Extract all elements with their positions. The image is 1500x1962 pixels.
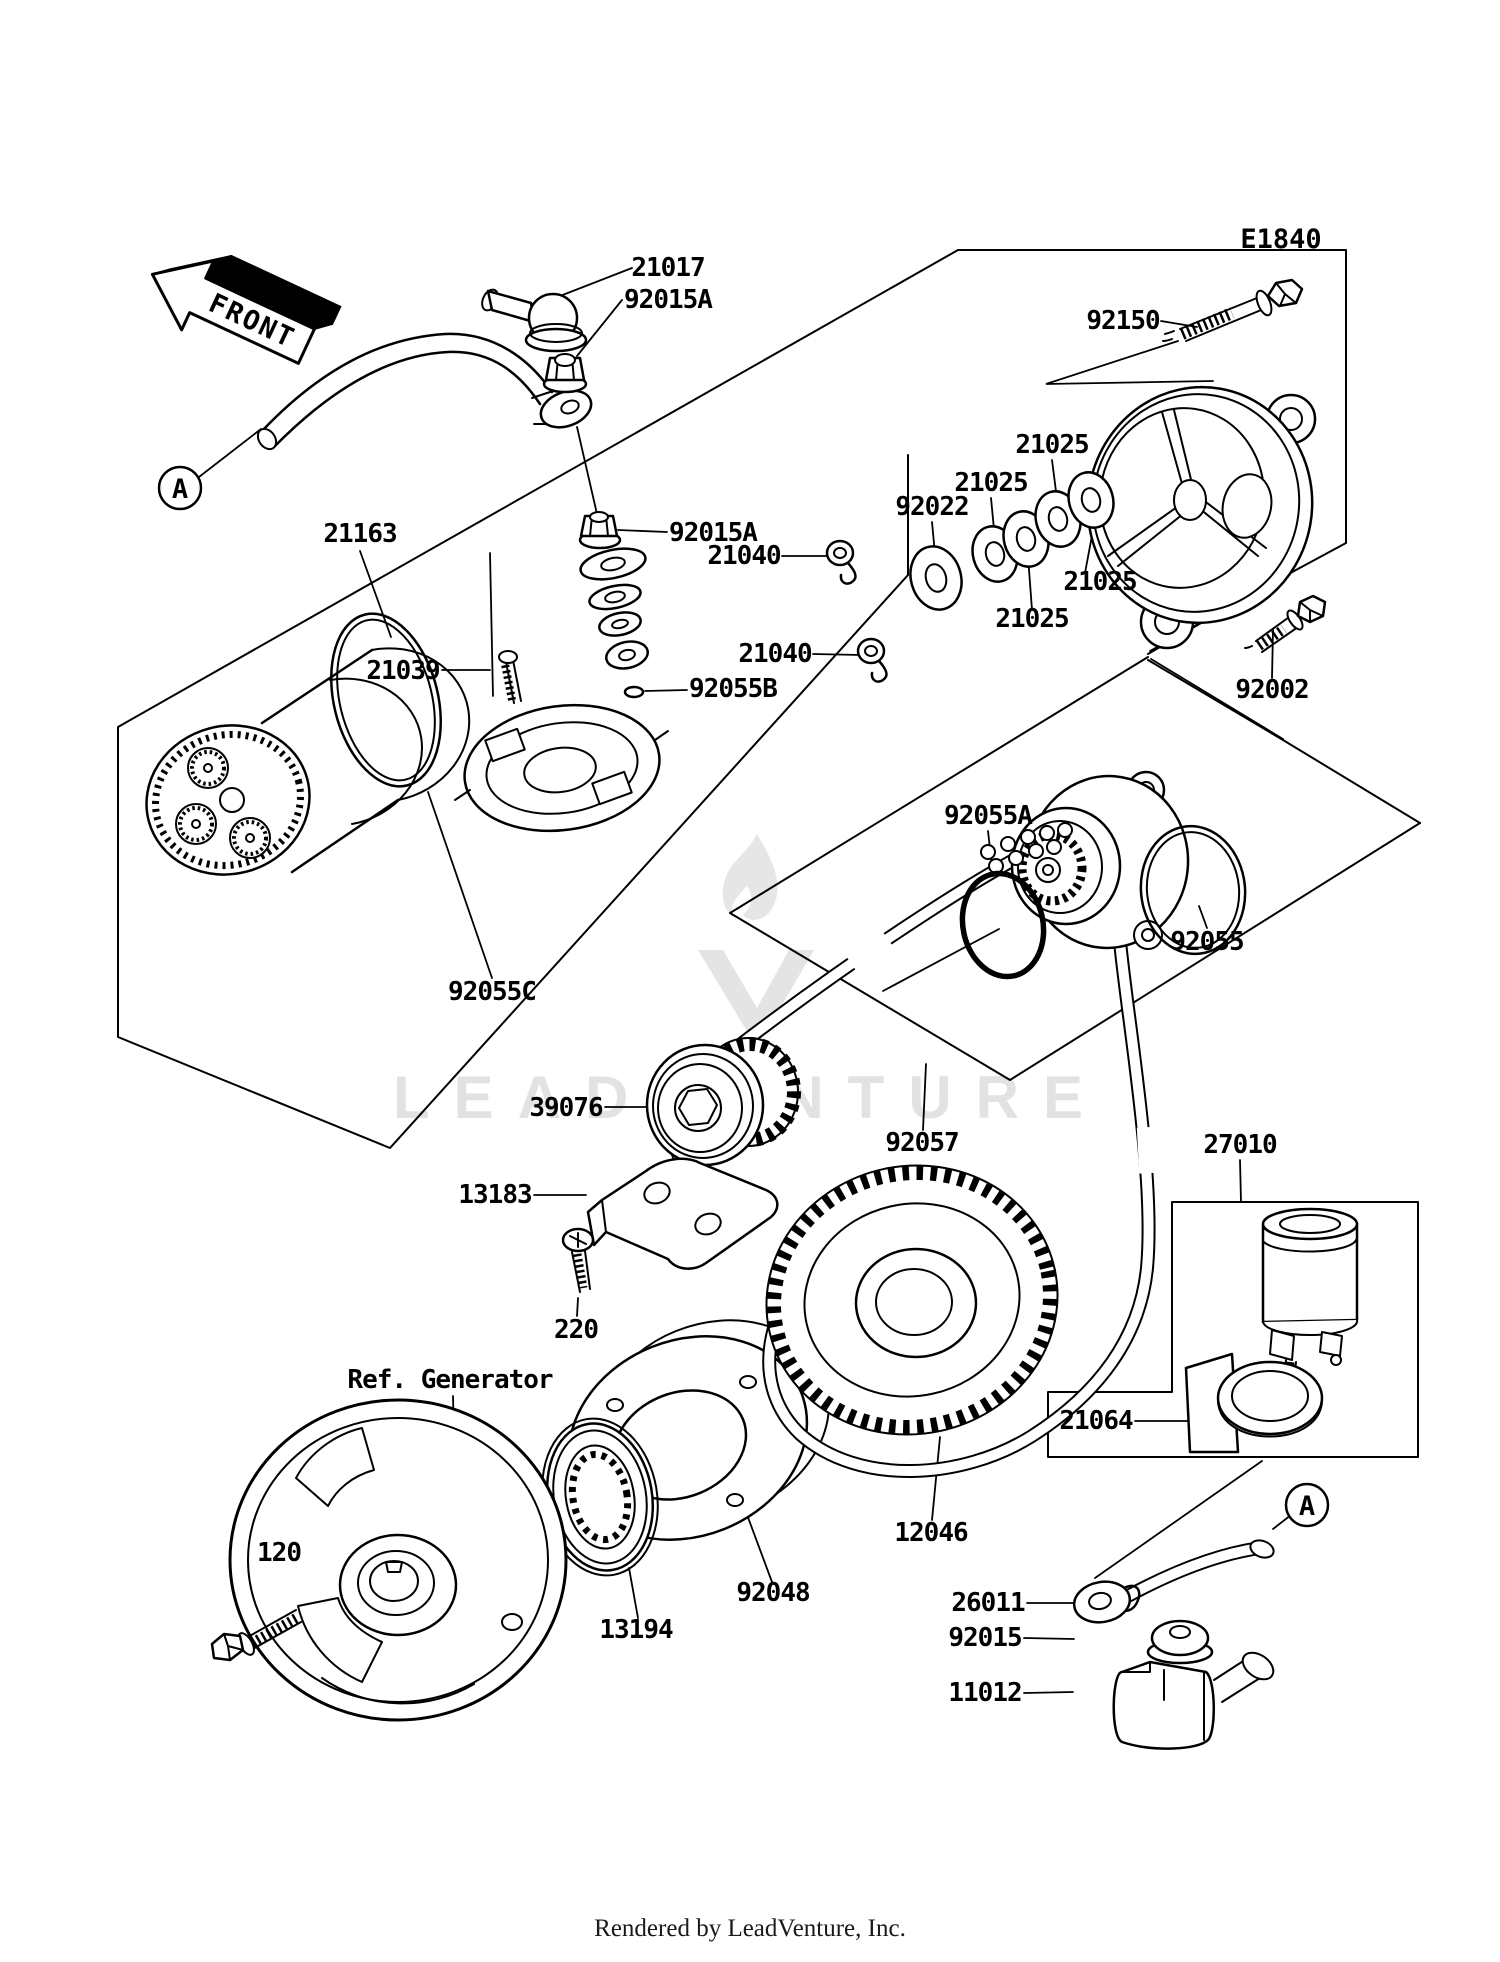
planetary-gears xyxy=(175,747,271,859)
footer-credit: Rendered by LeadVenture, Inc. xyxy=(594,1915,906,1942)
part-label-21025-3: 21025 xyxy=(1015,430,1088,460)
part-label-11012-31: 11012 xyxy=(948,1678,1021,1708)
part-labels: 2101792015A92150210252102592022210252102… xyxy=(257,253,1310,1708)
flange-nut-92015a-top xyxy=(542,353,588,394)
part-label-21025-7: 21025 xyxy=(995,604,1068,634)
part-label-21040-13: 21040 xyxy=(738,639,812,669)
part-label-21017-0: 21017 xyxy=(631,253,704,283)
generator-rotor xyxy=(228,1398,568,1722)
o-ring-92055a xyxy=(959,870,1047,980)
starter-motor-yoke xyxy=(145,647,471,876)
terminal-boot-21017 xyxy=(481,288,588,353)
part-label-92048-27: 92048 xyxy=(736,1578,810,1608)
lever-13183 xyxy=(586,1157,779,1270)
part-label-21039-12: 21039 xyxy=(366,656,439,686)
clutch-hub xyxy=(1010,770,1190,950)
relay-holder-21064 xyxy=(1184,1352,1324,1454)
thrust-washers xyxy=(909,471,1115,611)
front-arrow: FRONT xyxy=(150,254,342,365)
wire-clip-21040-upper xyxy=(825,539,857,585)
part-label-92055c-17: 92055C xyxy=(448,977,536,1007)
part-label-92150-2: 92150 xyxy=(1086,306,1160,336)
o-ring-92055 xyxy=(1139,824,1247,956)
part-label-21040-11: 21040 xyxy=(707,541,781,571)
part-label-39076-18: 39076 xyxy=(529,1093,603,1123)
sprocket-12046 xyxy=(765,1164,1059,1436)
chain-rollers xyxy=(980,822,1073,874)
part-label-21163-9: 21163 xyxy=(323,519,396,549)
starter-end-cover xyxy=(1086,385,1317,650)
brush-holder xyxy=(454,650,669,833)
part-label-92015a-10: 92015A xyxy=(669,518,758,548)
battery-cable-top xyxy=(256,332,593,451)
flame-watermark-icon xyxy=(722,834,778,920)
part-label-220-22: 220 xyxy=(554,1315,598,1345)
part-label-92055a-15: 92055A xyxy=(944,801,1033,831)
part-label-12046-25: 12046 xyxy=(894,1518,968,1548)
assembly-panels xyxy=(117,249,1421,1458)
part-label-21064-24: 21064 xyxy=(1059,1406,1133,1436)
diagram-code: E1840 xyxy=(1240,224,1321,255)
terminal-stack xyxy=(578,511,649,699)
part-label-21025-4: 21025 xyxy=(954,468,1027,498)
view-marker-a-right-label: A xyxy=(1299,1491,1315,1522)
idler-sprocket-39076 xyxy=(645,1037,801,1167)
part-label-21025-6: 21025 xyxy=(1063,567,1136,597)
part-label-13183-21: 13183 xyxy=(458,1180,531,1210)
bolt-92150 xyxy=(1162,278,1304,342)
view-marker-a-left-label: A xyxy=(172,474,188,505)
o-ring-92055b xyxy=(623,685,645,699)
view-marker-a-right: A xyxy=(1284,1482,1330,1528)
solenoid-box xyxy=(1047,1201,1419,1458)
part-label-ref-generator-23: Ref. Generator xyxy=(347,1365,552,1395)
part-label-92022-5: 92022 xyxy=(895,492,968,522)
wire-clip-21040-lower xyxy=(856,637,888,683)
view-marker-a-left: A xyxy=(157,465,203,511)
screw-220 xyxy=(561,1227,595,1293)
part-label-92055b-14: 92055B xyxy=(689,674,777,704)
part-label-92002-8: 92002 xyxy=(1235,675,1308,705)
cable-strap-26011 xyxy=(1072,1580,1132,1624)
part-label-13194-28: 13194 xyxy=(599,1615,673,1645)
part-label-92015a-1: 92015A xyxy=(624,285,713,315)
part-label-120-26: 120 xyxy=(257,1538,301,1568)
part-label-92057-19: 92057 xyxy=(885,1128,958,1158)
part-label-26011-29: 26011 xyxy=(951,1588,1025,1618)
v-logo-watermark-icon xyxy=(698,950,814,1048)
part-label-92055-16: 92055 xyxy=(1170,927,1243,957)
starter-relay-27010 xyxy=(1261,1207,1359,1399)
o-ring-92055c xyxy=(329,612,443,788)
bolt-120 xyxy=(210,1609,302,1662)
flange-nut-92015-bottom xyxy=(1146,1619,1214,1665)
terminal-cap-11012 xyxy=(1112,1651,1275,1750)
part-label-27010-20: 27010 xyxy=(1203,1130,1277,1160)
part-label-92015-30: 92015 xyxy=(948,1623,1021,1653)
bolt-92002 xyxy=(1244,594,1327,653)
battery-cable-bottom xyxy=(1072,1539,1275,1624)
